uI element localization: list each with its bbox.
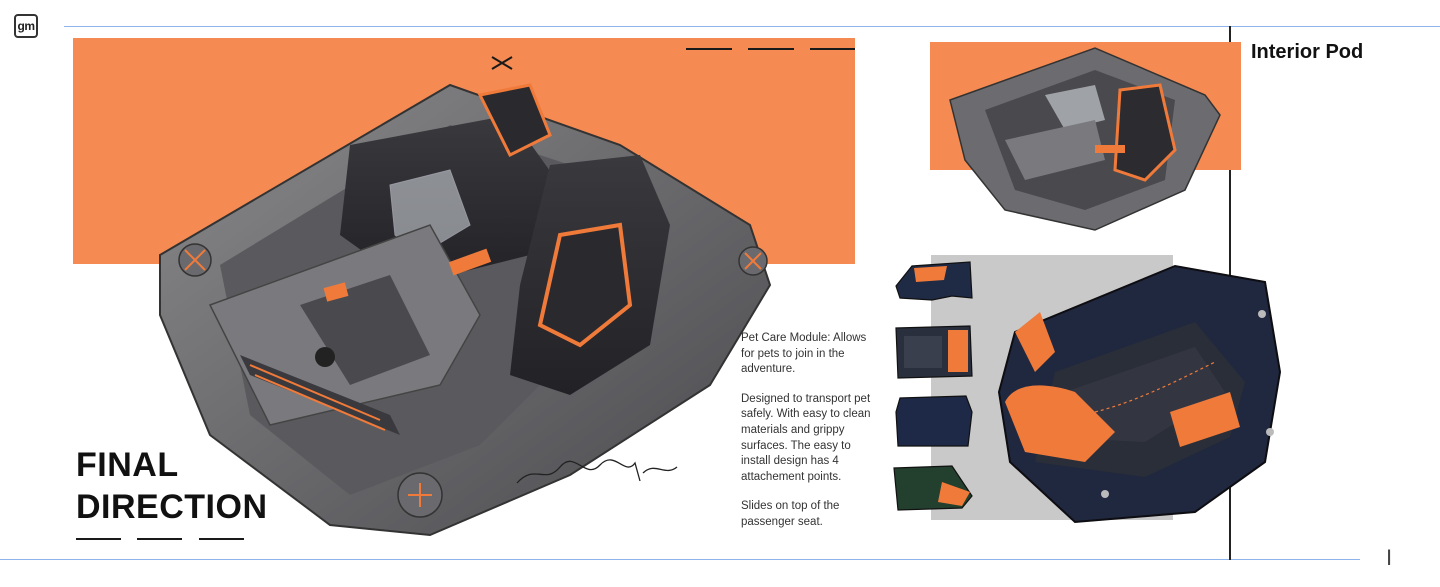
bottom-rule: [0, 559, 1360, 560]
notes-paragraph-1: Pet Care Module: Allows for pets to join…: [741, 332, 867, 376]
cross-marker-icon: [491, 56, 513, 70]
interior-pod-top-view: [949, 47, 1221, 231]
decorative-dash: [748, 48, 794, 50]
pet-module-front-view: [893, 465, 973, 511]
decorative-dash: [686, 48, 732, 50]
notes-paragraph-2: Designed to transport pet safely. With e…: [741, 392, 871, 483]
decorative-dash: [199, 538, 244, 540]
notes-paragraph-3: Slides on top of the passenger seat.: [741, 500, 840, 528]
top-rule: [64, 26, 1440, 27]
designer-signature: [516, 459, 678, 484]
page-title-line1: FINAL: [76, 446, 179, 484]
page-title: FINAL DIRECTION: [76, 444, 268, 528]
pet-module-top-view: [895, 325, 973, 379]
interior-pod-main-rendering: [159, 83, 772, 537]
notes-text: Pet Care Module: Allows for pets to join…: [741, 331, 881, 545]
pet-module-side-view: [895, 261, 973, 301]
pet-module-bottom-view: [895, 395, 973, 447]
page-title-line2: DIRECTION: [76, 488, 268, 526]
pet-care-module-large-rendering: [997, 264, 1282, 524]
decorative-dash: [76, 538, 121, 540]
decorative-dash: [810, 48, 855, 50]
gm-logo-icon: gm: [14, 14, 38, 38]
section-title: Interior Pod: [1251, 41, 1364, 63]
decorative-dash: [137, 538, 182, 540]
text-cursor-icon: I: [1386, 545, 1393, 570]
